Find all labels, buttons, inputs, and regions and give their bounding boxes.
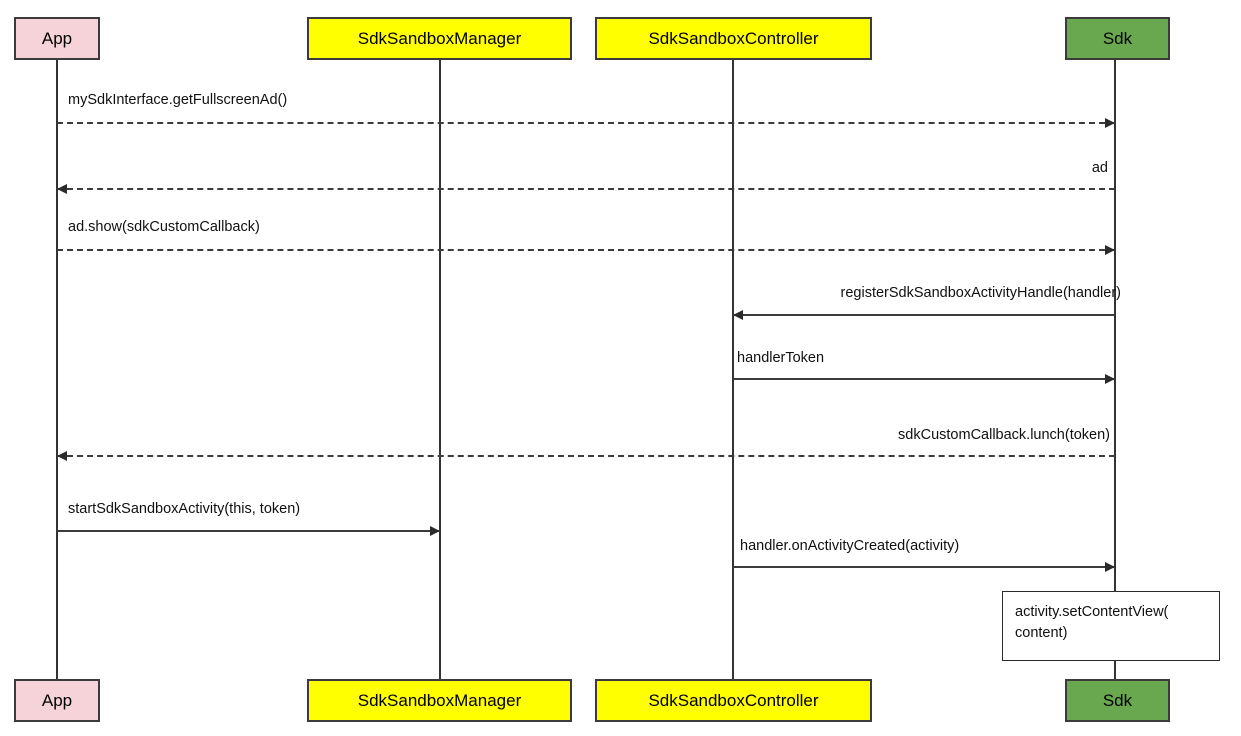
lifeline-top-box-controller: SdkSandboxController: [595, 17, 872, 60]
note-line-1: activity.setContentView(: [1015, 604, 1169, 620]
message-line-6: [57, 455, 1115, 457]
lifeline-top-box-app: App: [14, 17, 100, 60]
lifeline-line-app: [56, 60, 58, 679]
lifeline-top-box-sdk: Sdk: [1065, 17, 1170, 60]
message-arrowhead-2: [57, 184, 67, 194]
message-label-8: handler.onActivityCreated(activity): [740, 538, 960, 554]
lifeline-bottom-box-app: App: [14, 679, 100, 722]
lifeline-line-sdk: [1114, 60, 1116, 679]
message-label-4: registerSdkSandboxActivityHandle(handler…: [840, 285, 1121, 301]
lifeline-bottom-box-manager: SdkSandboxManager: [307, 679, 572, 722]
lifeline-bottom-box-controller: SdkSandboxController: [595, 679, 872, 722]
lifeline-top-box-manager: SdkSandboxManager: [307, 17, 572, 60]
lifeline-bottom-box-sdk: Sdk: [1065, 679, 1170, 722]
message-line-8: [733, 566, 1115, 568]
lifeline-line-manager: [439, 60, 441, 679]
lifeline-line-controller: [732, 60, 734, 679]
message-line-3: [57, 249, 1115, 251]
message-arrowhead-5: [1105, 374, 1115, 384]
message-label-7: startSdkSandboxActivity(this, token): [68, 501, 301, 517]
message-arrowhead-4: [733, 310, 743, 320]
message-label-3: ad.show(sdkCustomCallback): [68, 219, 260, 235]
message-arrowhead-7: [430, 526, 440, 536]
message-line-2: [57, 188, 1115, 190]
message-line-7: [57, 530, 440, 532]
message-arrowhead-1: [1105, 118, 1115, 128]
message-label-1: mySdkInterface.getFullscreenAd(): [68, 92, 288, 108]
note-line-2: content): [1015, 625, 1068, 642]
message-line-4: [733, 314, 1115, 316]
message-label-6: sdkCustomCallback.lunch(token): [898, 427, 1110, 443]
message-line-1: [57, 122, 1115, 124]
message-line-5: [733, 378, 1115, 380]
message-label-5: handlerToken: [737, 350, 825, 366]
message-label-2: ad: [1091, 160, 1108, 176]
message-arrowhead-6: [57, 451, 67, 461]
note-set-content-view: activity.setContentView( content): [1002, 591, 1220, 661]
message-arrowhead-8: [1105, 562, 1115, 572]
message-arrowhead-3: [1105, 245, 1115, 255]
